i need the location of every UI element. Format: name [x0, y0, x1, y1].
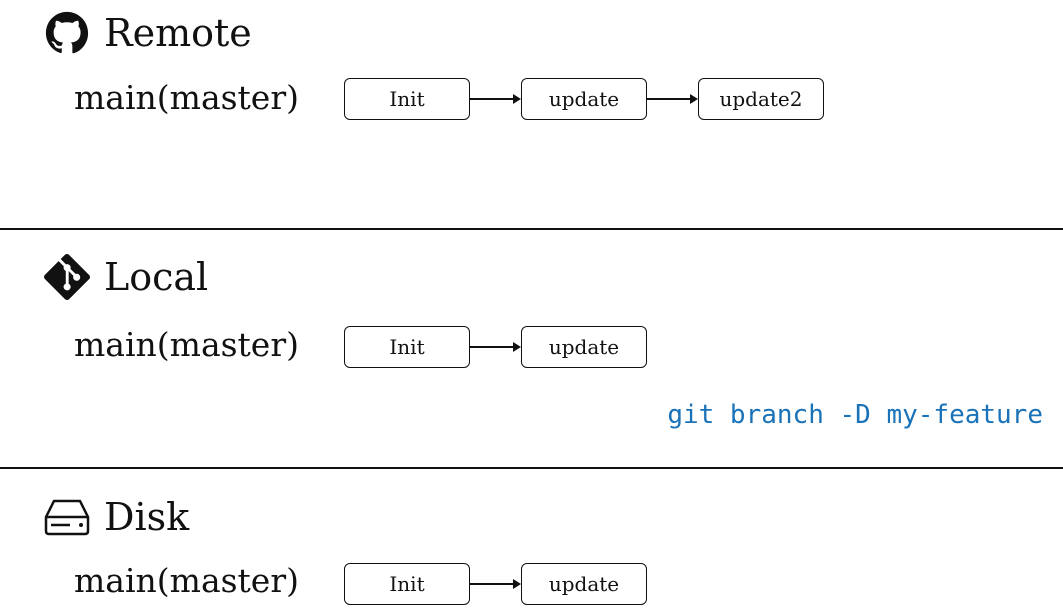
commit-node: update — [521, 78, 647, 120]
branch-label: main(master) — [74, 561, 299, 600]
git-command: git branch -D my-feature — [667, 400, 1043, 430]
section-title: Local — [104, 255, 209, 299]
git-icon — [44, 254, 90, 300]
commit-arrow — [470, 93, 521, 105]
commit-arrow — [470, 341, 521, 353]
disk-heading: Disk — [44, 492, 189, 542]
local-heading: Local — [44, 252, 208, 302]
commit-node: update — [521, 563, 647, 605]
commit-node: Init — [344, 326, 470, 368]
commit-node: Init — [344, 563, 470, 605]
section-title: Remote — [104, 11, 252, 55]
commit-node: update2 — [698, 78, 824, 120]
section-divider — [0, 228, 1063, 230]
remote-heading: Remote — [44, 8, 252, 58]
commit-node: update — [521, 326, 647, 368]
section-divider — [0, 467, 1063, 469]
commit-node: Init — [344, 78, 470, 120]
github-icon — [44, 10, 90, 56]
hard-drive-icon — [44, 494, 90, 540]
branch-label: main(master) — [74, 325, 299, 364]
commit-arrow — [647, 93, 698, 105]
section-title: Disk — [104, 495, 190, 539]
branch-label: main(master) — [74, 78, 299, 117]
commit-arrow — [470, 578, 521, 590]
